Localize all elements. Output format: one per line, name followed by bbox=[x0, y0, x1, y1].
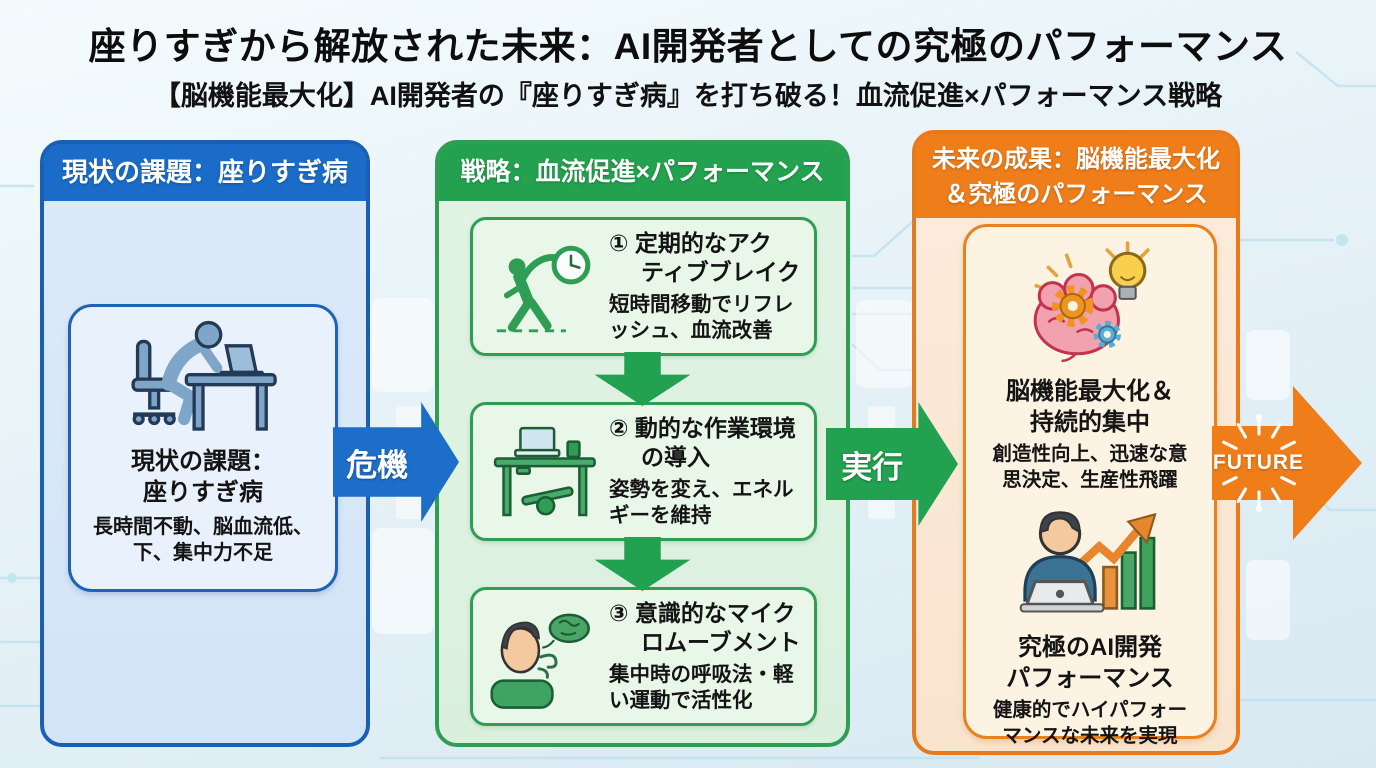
strategy-step-1-title: ① 定期的なアク ティブブレイク bbox=[609, 230, 801, 285]
outcome-card: 脳機能最大化＆ 持続的集中 創造性向上、迅速な意 思決定、生産性飛躍 bbox=[963, 224, 1217, 747]
strategy-step-3-title: ③ 意識的なマイク ロムーブメント bbox=[609, 600, 801, 655]
outcome-brain-title: 脳機能最大化＆ 持続的集中 bbox=[1006, 378, 1174, 437]
future-arrow-label: FUTURE bbox=[1212, 451, 1305, 474]
problem-card-desc: 長時間不動、脳血流低、 下、集中力不足 bbox=[93, 516, 313, 565]
slumped-person-at-desk-icon bbox=[119, 317, 287, 444]
strategy-step-1-desc: 短時間移動でリフレ ッシュ、血流改善 bbox=[609, 292, 794, 342]
outcome-column: 未来の成果：脳機能最大化 ＆究極のパフォーマンス bbox=[912, 130, 1240, 755]
strategy-step-2-title: ② 動的な作業環境 の導入 bbox=[609, 415, 796, 470]
outcome-performance-desc: 健康的でハイパフォー マンスな未来を実現 bbox=[992, 699, 1188, 747]
brain-gears-lightbulb-icon bbox=[1011, 239, 1169, 376]
future-burst-icon bbox=[1221, 414, 1296, 512]
down-arrow-icon bbox=[594, 537, 691, 591]
crisis-arrow-label: 危機 bbox=[346, 447, 409, 483]
crisis-arrow: 危機 bbox=[333, 402, 459, 522]
strategy-column: 戦略：血流促進×パフォーマンス bbox=[435, 140, 850, 747]
problem-card-title: 現状の課題： 座りすぎ病 bbox=[131, 448, 275, 507]
standing-desk-balance-board-icon bbox=[483, 416, 605, 528]
down-arrow-icon bbox=[594, 352, 691, 406]
outcome-column-header: 未来の成果：脳機能最大化 ＆究極のパフォーマンス bbox=[916, 134, 1236, 218]
future-arrow: FUTURE bbox=[1212, 386, 1362, 540]
breathing-person-brain-icon bbox=[483, 601, 605, 713]
strategy-step-1-card: ① 定期的なアク ティブブレイク 短時間移動でリフレ ッシュ、血流改善 bbox=[470, 217, 817, 356]
strategy-step-3-card: ③ 意識的なマイク ロムーブメント 集中時の呼吸法・軽 い運動で活性化 bbox=[470, 587, 817, 726]
page-title: 座りすぎから解放された未来：AI開発者としての究極のパフォーマンス bbox=[88, 26, 1288, 67]
problem-column-header: 現状の課題：座りすぎ病 bbox=[44, 144, 366, 201]
outcome-performance-title: 究極のAI開発 パフォーマンス bbox=[1006, 634, 1174, 693]
stretching-person-clock-icon bbox=[483, 231, 605, 343]
developer-growth-chart-icon bbox=[1012, 503, 1168, 632]
page-subtitle: 【脳機能最大化】AI開発者の『座りすぎ病』を打ち破る！血流促進×パフォーマンス戦… bbox=[153, 81, 1223, 111]
strategy-column-header: 戦略：血流促進×パフォーマンス bbox=[439, 144, 846, 201]
strategy-step-2-card: ② 動的な作業環境 の導入 姿勢を変え、エネル ギーを維持 bbox=[470, 402, 817, 541]
execute-arrow: 実行 bbox=[826, 402, 958, 526]
strategy-step-3-desc: 集中時の呼吸法・軽 い運動で活性化 bbox=[609, 662, 794, 712]
outcome-brain-desc: 創造性向上、迅速な意 思決定、生産性飛躍 bbox=[992, 443, 1188, 491]
execute-arrow-label: 実行 bbox=[841, 449, 904, 485]
problem-column: 現状の課題：座りすぎ病 bbox=[40, 140, 370, 747]
problem-card: 現状の課題： 座りすぎ病 長時間不動、脳血流低、 下、集中力不足 bbox=[68, 304, 338, 592]
strategy-step-2-desc: 姿勢を変え、エネル ギーを維持 bbox=[609, 477, 794, 527]
